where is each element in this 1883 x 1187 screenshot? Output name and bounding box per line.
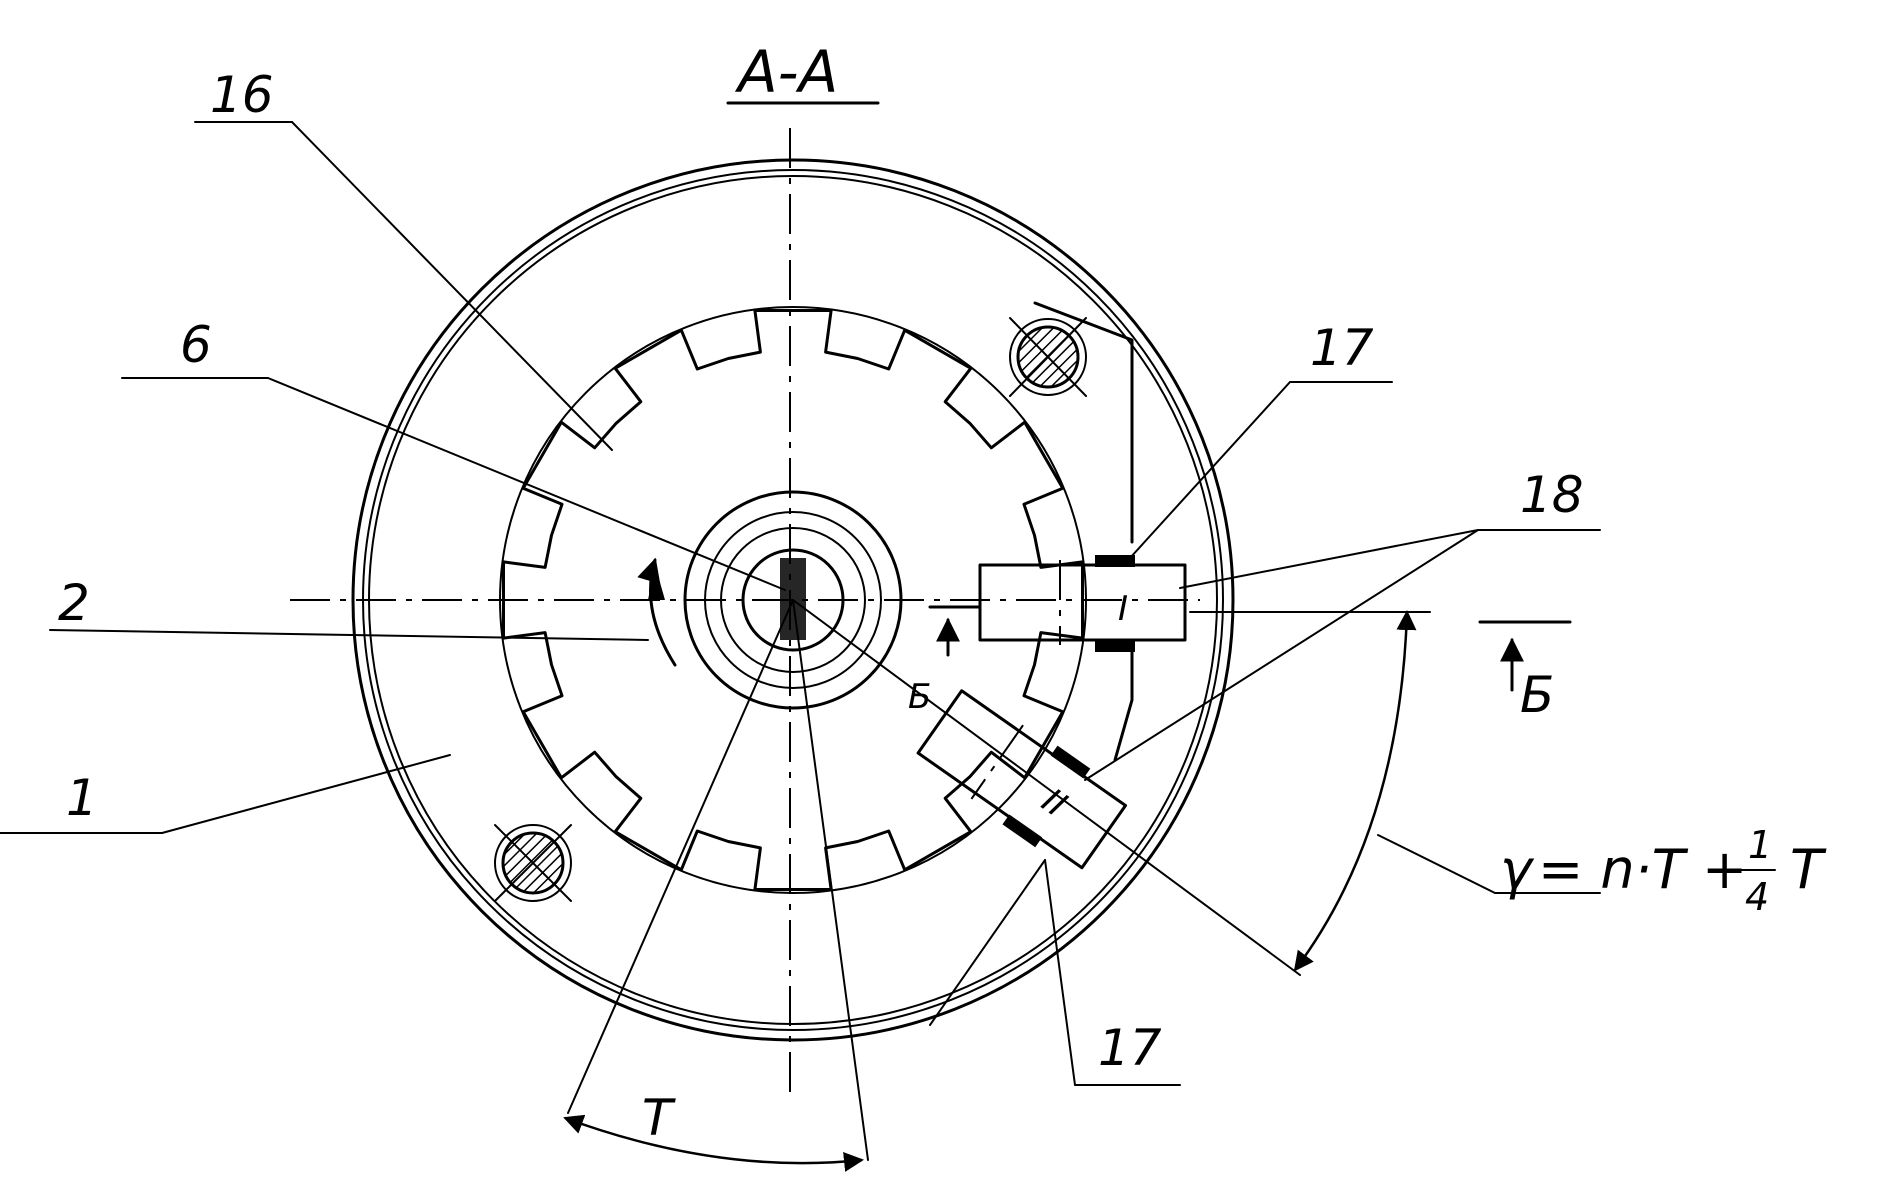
callout-6: 6 (121, 316, 786, 591)
formula-tail: T (1790, 838, 1827, 901)
pitch-dimension-arc (563, 1114, 864, 1172)
formula-lhs: γ (1500, 838, 1535, 901)
callout-16: 16 (194, 66, 613, 451)
section-marker-inner-label: Б (908, 677, 931, 717)
callout-1: 1 (0, 754, 451, 834)
rotation-arrow-head (648, 565, 665, 600)
callout-16-label: 16 (210, 66, 274, 124)
housing-disc (351, 158, 1235, 1042)
callout-17-top: 17 (1129, 319, 1393, 559)
section-marker-right: Б (1478, 620, 1572, 724)
sensor-bracket (1033, 301, 1134, 762)
callout-18-label: 18 (1520, 466, 1584, 524)
bolt-bottom-left (494, 824, 572, 902)
angle-formula: γ = n·T + 1 4 T (1500, 823, 1827, 919)
callout-17-bottom: 17 (929, 859, 1181, 1086)
callout-6-label: 6 (180, 316, 212, 374)
callout-17-top-label: 17 (1310, 319, 1374, 377)
callout-gamma (1377, 834, 1601, 894)
section-marker-inner: Б (908, 605, 982, 717)
formula-body: = n·T + (1538, 838, 1747, 901)
formula-frac-num: 1 (1748, 823, 1772, 867)
callout-18: 18 (1084, 466, 1601, 781)
pitch-radial-lines (567, 599, 1301, 1161)
sensor-lower: II (916, 689, 1128, 870)
pitch-label: T (642, 1089, 676, 1147)
callout-2: 2 (49, 574, 649, 641)
bolt-top-right (1009, 317, 1087, 397)
sensor-upper: I (978, 555, 1187, 652)
angle-dimension-arc (1293, 610, 1417, 972)
toothed-wheel (502, 309, 1084, 891)
section-title: A-A (734, 38, 838, 106)
gear-base-circle (499, 306, 1087, 894)
callout-17-bottom-label: 17 (1098, 1019, 1162, 1077)
formula-frac-den: 4 (1745, 875, 1769, 919)
callout-1-label: 1 (66, 769, 98, 827)
callout-2-label: 2 (58, 574, 90, 632)
section-marker-right-label: Б (1520, 666, 1554, 724)
hub (683, 490, 903, 710)
rotation-arrow (637, 557, 677, 667)
sensor-upper-mark: I (1118, 589, 1128, 629)
